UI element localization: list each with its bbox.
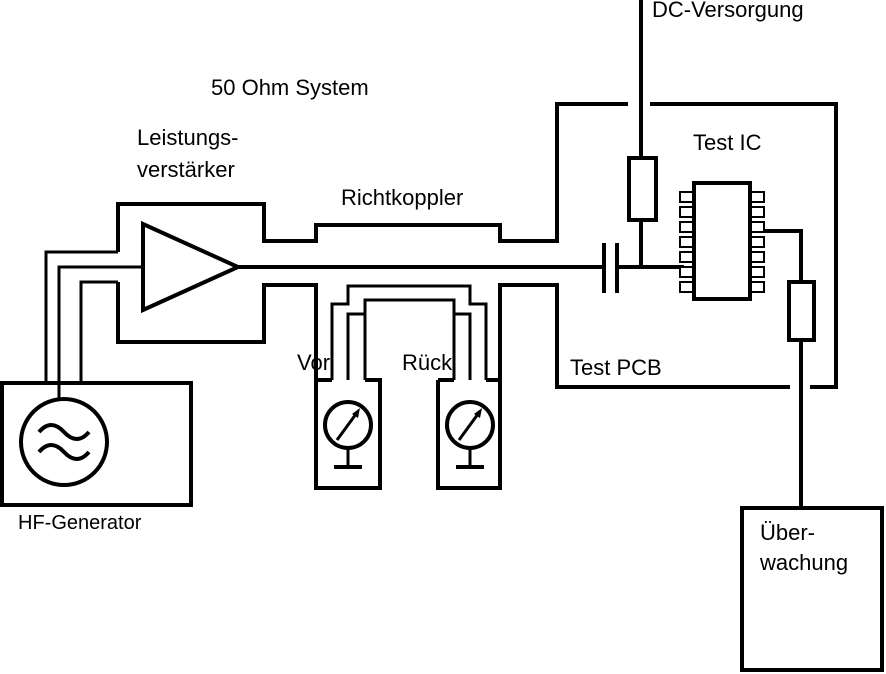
monitor-label-line1: Über- (760, 520, 815, 545)
dc-supply-feed (627, 0, 658, 267)
coupler-coupled-line-inner (346, 312, 367, 380)
amplifier-housing-bottom (116, 282, 318, 344)
amplifier-label-line1: Leistungs- (137, 125, 239, 150)
monitor-label-line2: wachung (759, 550, 848, 575)
amplifier-label-line2: verstärker (137, 157, 235, 182)
test-pcb-outline (650, 102, 838, 389)
hf-generator (0, 381, 193, 507)
generator-label: HF-Generator (18, 512, 142, 534)
dc-supply-label: DC-Versorgung (652, 0, 804, 22)
test-ic-label: Test IC (693, 130, 762, 155)
analog-meter-icon (323, 400, 373, 450)
resistor-icon (627, 156, 658, 222)
cable-shield-inner (57, 265, 141, 399)
ground-icon (456, 448, 484, 469)
analog-meter-icon (445, 400, 495, 450)
forward-label: Vor (297, 350, 330, 375)
reverse-meter-box (436, 303, 502, 490)
test-pcb-label: Test PCB (570, 355, 662, 380)
ic-body (692, 181, 752, 301)
coupler-coupled-line-outer (330, 284, 488, 380)
test-ic (679, 181, 765, 301)
capacitor-icon (602, 243, 619, 293)
coupler-inner-top (363, 298, 456, 314)
system-label: 50 Ohm System (211, 75, 369, 100)
ground-icon (334, 448, 362, 469)
monitoring-line (764, 229, 816, 508)
coupler-label: Richtkoppler (341, 185, 463, 210)
directional-coupler (330, 283, 790, 389)
reverse-power-meter (436, 303, 502, 490)
forward-meter-box (314, 303, 382, 490)
forward-power-meter (314, 303, 382, 490)
generator-box (0, 381, 193, 507)
generator-to-amplifier-cable (44, 250, 141, 399)
monitoring-box (740, 506, 884, 672)
reverse-label: Rück (402, 350, 453, 375)
sine-wave-source-icon (19, 397, 109, 487)
triangle-amplifier-icon (141, 220, 243, 314)
coupler-housing-right (498, 283, 790, 389)
dip-chip-icon (679, 181, 765, 301)
cable-shield-outer (44, 250, 118, 383)
cable-core (79, 280, 118, 383)
amplifier-housing-top (116, 102, 628, 252)
resistor-icon (787, 280, 816, 342)
